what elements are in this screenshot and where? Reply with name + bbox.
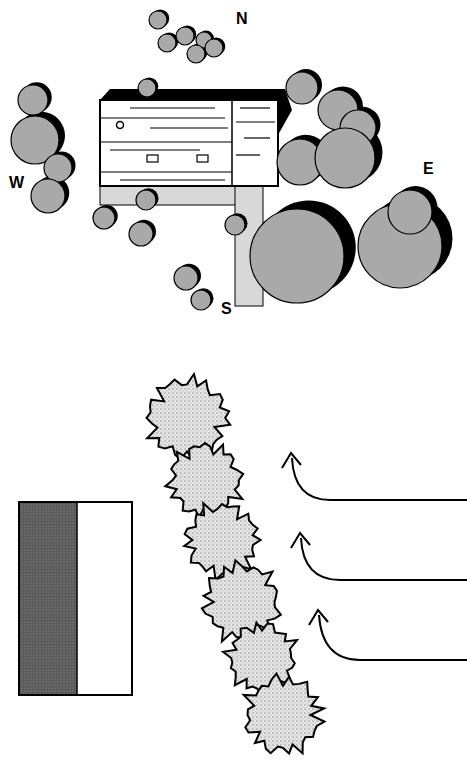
tree-crown [191, 290, 211, 310]
tree-crown [31, 179, 65, 213]
house [19, 502, 132, 695]
tree-crown [205, 39, 223, 57]
tree-crown [286, 72, 318, 104]
tree-crown [44, 154, 72, 182]
shrub [244, 674, 325, 754]
tree-crown [174, 266, 198, 290]
compass-letter: W [9, 175, 24, 191]
roof-edge [100, 89, 292, 135]
wind-arrows [282, 453, 467, 660]
compass-letter: S [221, 301, 232, 317]
tree-crown [93, 207, 115, 229]
tree-crown [315, 128, 375, 188]
tree-crown [388, 190, 432, 234]
windbreak [19, 374, 467, 753]
shrub [146, 374, 230, 460]
compass-letter: E [423, 161, 434, 177]
house-shadow [20, 503, 77, 694]
tree-crown [138, 79, 156, 97]
tree-crown [18, 85, 48, 115]
tree-crown [225, 215, 245, 235]
tree-crown [136, 190, 156, 210]
tree-crown [187, 45, 205, 63]
trees [11, 9, 453, 310]
tree-crown [158, 34, 176, 52]
tree-crown [250, 209, 344, 303]
tree-crown [129, 222, 153, 246]
house [100, 100, 278, 186]
shrub-row [146, 374, 324, 753]
compass-letter: N [236, 11, 248, 27]
tree-crown [149, 11, 167, 29]
tree-crown [176, 27, 194, 45]
patio [100, 185, 240, 205]
shrub [184, 503, 260, 580]
